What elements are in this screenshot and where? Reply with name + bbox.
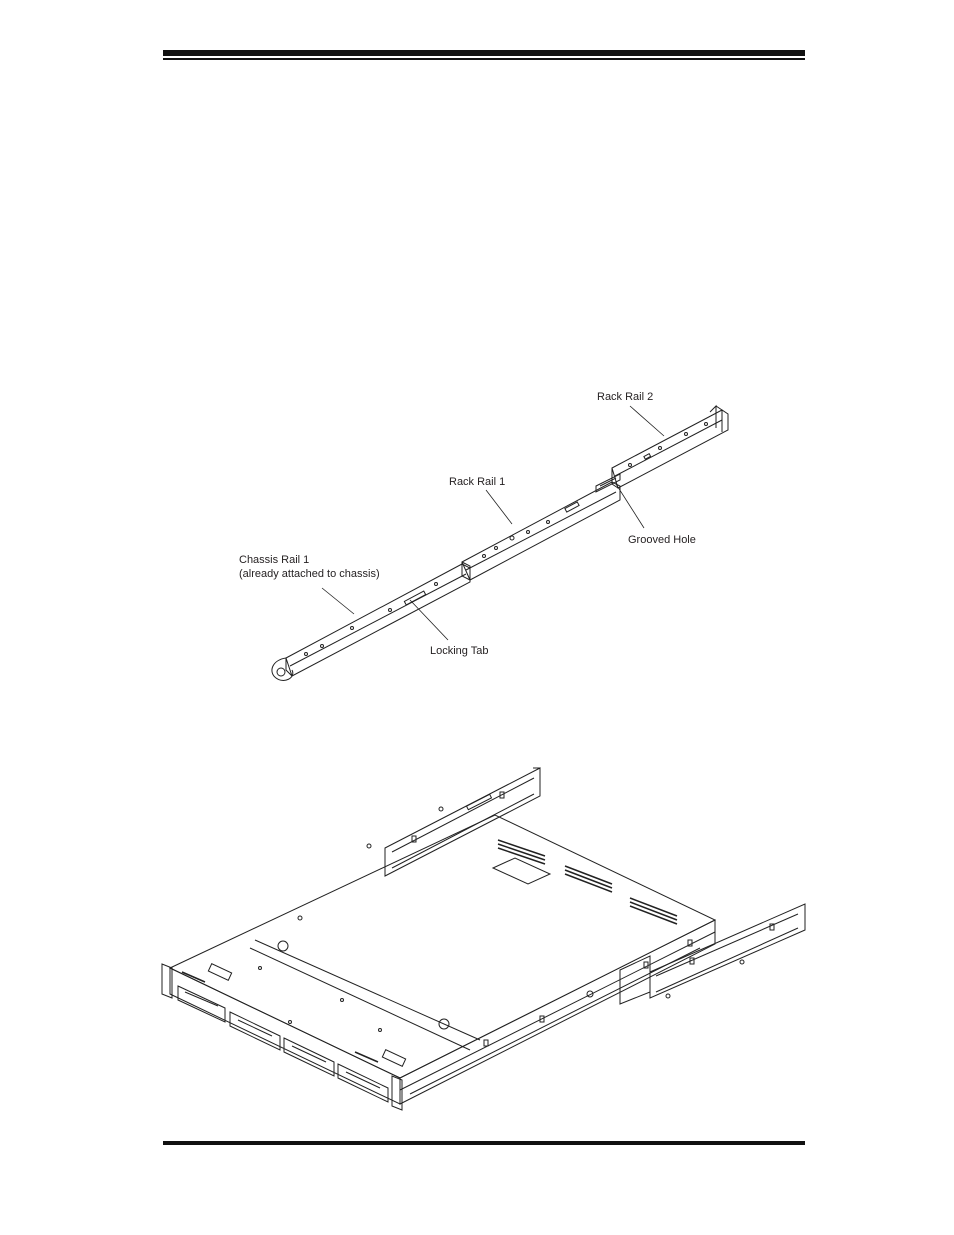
chassis-front-drawing: [162, 964, 406, 1110]
footer-rule: [163, 1141, 805, 1145]
chassis-top-drawing: [170, 815, 715, 1078]
rail-left-drawing: [367, 768, 540, 876]
chassis-side-drawing: [400, 920, 715, 1104]
